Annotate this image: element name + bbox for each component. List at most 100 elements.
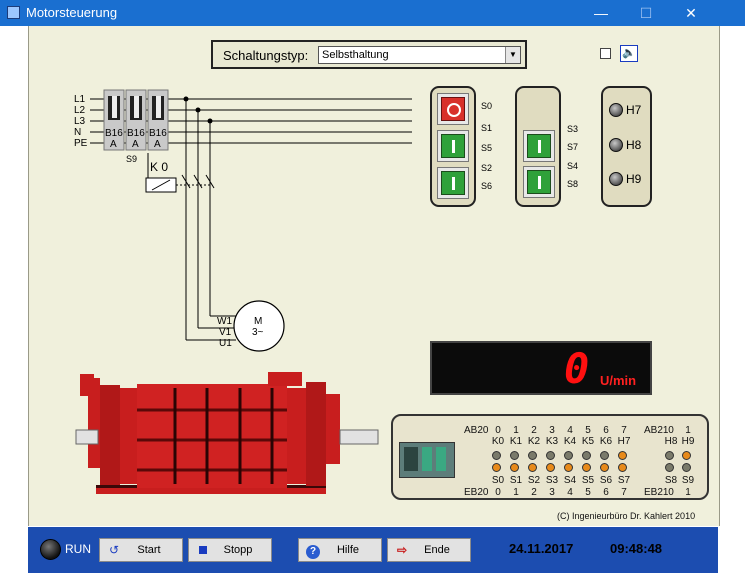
switch-s9-label: S9 bbox=[126, 154, 138, 164]
plc-input-led bbox=[564, 463, 573, 472]
plc-output-led bbox=[510, 451, 519, 460]
plc-ab21-label: AB21 bbox=[644, 425, 669, 436]
plc-output-index: 1 bbox=[513, 425, 519, 436]
circuit-type-box: Schaltungstyp: Selbsthaltung ▼ bbox=[211, 40, 527, 69]
switch-label: S2 bbox=[481, 163, 493, 173]
date-display: 24.11.2017 bbox=[509, 541, 574, 556]
start-button[interactable]: ↺ Start bbox=[99, 538, 183, 562]
switch-label: S3 bbox=[567, 124, 579, 134]
start-s4-button[interactable] bbox=[523, 166, 555, 198]
phase-label: L3 bbox=[74, 116, 86, 127]
run-label: RUN bbox=[65, 542, 91, 556]
plc-input-index: 5 bbox=[585, 487, 591, 498]
time-display: 09:48:48 bbox=[610, 541, 663, 556]
plc-output-index: 5 bbox=[585, 425, 591, 436]
exit-icon: ⇨ bbox=[396, 543, 408, 557]
plc-output-index: 2 bbox=[531, 425, 537, 436]
plc-input-label: S4 bbox=[563, 475, 577, 486]
plc-input-led bbox=[546, 463, 555, 472]
plc-input-label: S9 bbox=[681, 475, 695, 486]
plc-output-led bbox=[618, 451, 627, 460]
plc-input-index: 3 bbox=[549, 487, 555, 498]
plc-output-label: K2 bbox=[527, 436, 541, 447]
plc-output-label: H9 bbox=[681, 436, 695, 447]
plc-output-index: 1 bbox=[685, 425, 691, 436]
plc-input-led bbox=[682, 463, 691, 472]
lamp-h8 bbox=[609, 138, 623, 152]
plc-output-label: K5 bbox=[581, 436, 595, 447]
plc-output-label: K0 bbox=[491, 436, 505, 447]
phase-label: PE bbox=[74, 138, 88, 149]
plc-input-led bbox=[600, 463, 609, 472]
plc-output-led bbox=[665, 451, 674, 460]
run-led-icon bbox=[40, 539, 61, 560]
circuit-type-select[interactable]: Selbsthaltung ▼ bbox=[318, 46, 521, 64]
minimize-button[interactable]: — bbox=[594, 5, 608, 21]
plc-output-index: 0 bbox=[495, 425, 501, 436]
motor-terminal-v1: V1 bbox=[219, 327, 232, 338]
plc-output-label: H7 bbox=[617, 436, 631, 447]
switch-label: S6 bbox=[481, 181, 493, 191]
circuit-type-value: Selbsthaltung bbox=[322, 49, 389, 61]
start-s2-button[interactable] bbox=[437, 167, 469, 199]
plc-input-label: S1 bbox=[509, 475, 523, 486]
copyright: (C) Ingenieurbüro Dr. Kahlert 2010 bbox=[557, 511, 696, 521]
phase-label: L1 bbox=[74, 94, 86, 105]
breaker-unit: A bbox=[154, 139, 161, 150]
plc-input-index: 7 bbox=[621, 487, 627, 498]
switch-label: S5 bbox=[481, 143, 493, 153]
plc-input-index: 0 bbox=[495, 487, 501, 498]
switch-label: S0 bbox=[481, 101, 493, 111]
end-button[interactable]: ⇨ Ende bbox=[387, 538, 471, 562]
chevron-down-icon[interactable]: ▼ bbox=[505, 47, 520, 63]
breaker-rating[interactable]: B16 bbox=[127, 128, 145, 139]
plc-output-label: K4 bbox=[563, 436, 577, 447]
switch-label: S8 bbox=[567, 179, 579, 189]
plc-output-led bbox=[682, 451, 691, 460]
bottom-toolbar: RUN ↺ Start Stopp ? Hilfe ⇨ Ende 24.11.2… bbox=[28, 527, 718, 573]
plc-module-icon bbox=[399, 442, 455, 478]
plc-output-led bbox=[600, 451, 609, 460]
stop-s0-button[interactable] bbox=[437, 93, 469, 125]
stop-button[interactable]: Stopp bbox=[188, 538, 272, 562]
plc-output-label: K1 bbox=[509, 436, 523, 447]
switch-label: S7 bbox=[567, 142, 579, 152]
plc-input-index: 4 bbox=[567, 487, 573, 498]
plc-output-led bbox=[528, 451, 537, 460]
plc-input-label: S8 bbox=[664, 475, 678, 486]
motor-symbol-3ph: 3~ bbox=[252, 327, 264, 338]
start-s1-button[interactable] bbox=[437, 130, 469, 162]
breaker-unit: A bbox=[110, 139, 117, 150]
plc-input-led bbox=[528, 463, 537, 472]
plc-eb20-label: EB20 bbox=[464, 487, 489, 498]
breaker-rating[interactable]: B16 bbox=[149, 128, 167, 139]
motor-graphic bbox=[75, 372, 379, 494]
plc-input-index: 6 bbox=[603, 487, 609, 498]
start-s3-button[interactable] bbox=[523, 130, 555, 162]
plc-eb21-label: EB21 bbox=[644, 487, 669, 498]
app-icon bbox=[7, 6, 20, 19]
stop-icon bbox=[195, 543, 211, 557]
maximize-button[interactable]: ☐ bbox=[639, 5, 653, 21]
plc-input-label: S5 bbox=[581, 475, 595, 486]
plc-input-led bbox=[618, 463, 627, 472]
close-button[interactable]: ✕ bbox=[685, 5, 697, 21]
speed-unit: U/min bbox=[600, 373, 637, 388]
plc-output-led bbox=[492, 451, 501, 460]
lamp-label: H9 bbox=[626, 172, 642, 186]
speed-display: 0 U/min bbox=[430, 341, 652, 395]
plc-input-led bbox=[582, 463, 591, 472]
plc-ab20-label: AB20 bbox=[464, 425, 489, 436]
switch-label: S1 bbox=[481, 123, 493, 133]
sound-checkbox[interactable] bbox=[600, 48, 611, 59]
plc-input-led bbox=[510, 463, 519, 472]
plc-output-led bbox=[582, 451, 591, 460]
speaker-icon[interactable]: 🔈 bbox=[620, 45, 638, 62]
breaker-rating[interactable]: B16 bbox=[105, 128, 123, 139]
help-icon: ? bbox=[305, 543, 321, 559]
plc-input-index: 1 bbox=[513, 487, 519, 498]
start-icon: ↺ bbox=[108, 543, 120, 557]
lamp-h9 bbox=[609, 172, 623, 186]
motor-symbol-m: M bbox=[254, 316, 263, 327]
help-button[interactable]: ? Hilfe bbox=[298, 538, 382, 562]
